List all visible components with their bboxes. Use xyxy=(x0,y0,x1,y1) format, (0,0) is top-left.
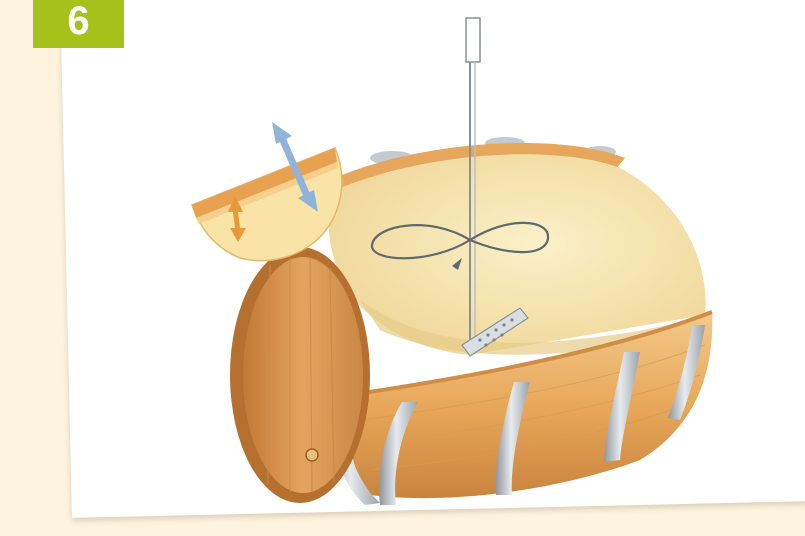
barrel-tap-hole xyxy=(306,449,318,461)
barrel-head xyxy=(230,247,370,503)
stirrer-handle xyxy=(466,18,480,62)
zoom-inset xyxy=(192,148,342,261)
